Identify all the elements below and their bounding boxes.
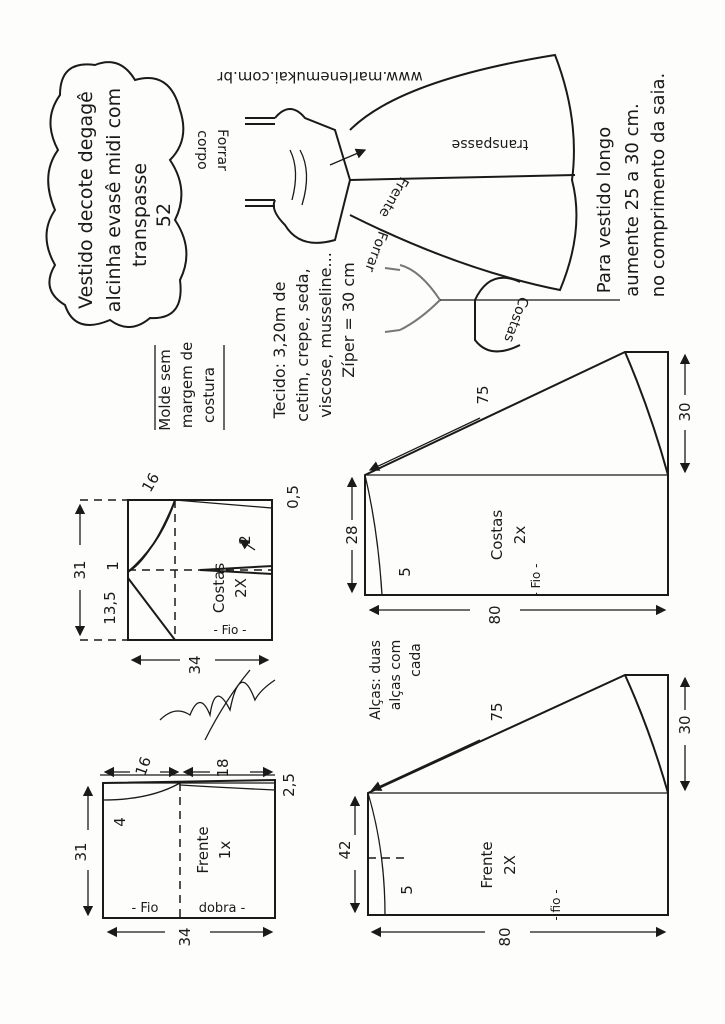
costas-skirt-name: Costas: [488, 510, 506, 561]
frente-skirt-height: 42: [336, 840, 354, 859]
title-size: 52: [153, 203, 175, 227]
costas-skirt-diag: 75: [474, 385, 492, 404]
long-note-line-3: no comprimento da saia.: [648, 73, 669, 298]
frente-bodice-right: 18: [214, 758, 232, 777]
frente-bodice-width: 34: [176, 927, 194, 946]
costas-bodice-mark: 1: [104, 561, 122, 571]
signature: [159, 669, 276, 741]
costas-skirt-hem: 30: [676, 402, 694, 421]
frente-skirt-width: 80: [496, 927, 514, 946]
frente-bodice-name: Frente: [194, 826, 212, 873]
title-line-3: transpasse: [129, 163, 151, 267]
frente-skirt-curve: 5: [398, 885, 416, 895]
frente-skirt-qty: 2X: [501, 855, 519, 875]
costas-skirt-width: 80: [486, 605, 504, 624]
costas-skirt-piece: [346, 351, 691, 616]
title-line-1: Vestido decote degagê: [75, 91, 97, 309]
title-cloud: [45, 61, 188, 328]
molde-note-line-2: margem de: [178, 342, 196, 429]
costas-skirt-curve: 5: [396, 567, 414, 577]
long-note-line-1: Para vestido longo: [594, 127, 615, 293]
sketch-forrar-corpo-2: corpo: [194, 130, 210, 169]
fabric-note-line-2: cetim, crepe, seda,: [293, 268, 312, 421]
costas-bodice-width: 34: [186, 655, 204, 674]
costas-skirt-height: 28: [343, 525, 361, 544]
straps-note-line-1: Alças: duas: [368, 640, 384, 720]
costas-bodice-grain: - Fio -: [214, 623, 247, 637]
costas-skirt-qty: 2x: [511, 526, 529, 545]
sketch-transpasse-label: transpasse: [452, 136, 529, 152]
fabric-note-line-4: Zíper = 30 cm: [339, 262, 358, 377]
frente-skirt-grain: - fio -: [549, 889, 563, 920]
costas-bodice-side: 0,5: [284, 485, 302, 509]
frente-skirt-name: Frente: [478, 841, 496, 888]
costas-skirt-grain: - Fio -: [529, 564, 543, 597]
frente-skirt-diag: 75: [488, 702, 506, 721]
straps-note-line-2: alças com: [388, 640, 404, 710]
long-note-line-2: aumente 25 a 30 cm.: [622, 103, 643, 296]
title-line-2: alcinha evasê midi com: [103, 88, 125, 312]
frente-bodice-curve: 4: [111, 817, 129, 827]
frente-skirt-hem: 30: [676, 715, 694, 734]
costas-bodice-piece: [74, 499, 273, 666]
costas-bodice-name: Costas: [210, 563, 228, 614]
frente-skirt-piece: [349, 674, 691, 938]
dress-sketch: [245, 53, 620, 353]
costas-bodice-qty: 2X: [232, 578, 250, 598]
molde-note-line-3: costura: [200, 367, 218, 423]
frente-bodice-piece: [82, 766, 276, 938]
frente-bodice-qty: 1x: [216, 841, 234, 860]
frente-bodice-side: 2,5: [280, 773, 298, 797]
website-text: www.marlenemukai.com.br: [216, 68, 422, 86]
straps-note-line-3: cada: [408, 643, 424, 677]
fabric-note-line-3: viscose, musseline...: [316, 252, 335, 418]
sketch-costas-label: Costas: [500, 295, 531, 345]
costas-bodice-dart: 2: [236, 535, 254, 545]
fabric-note-line-1: Tecido: 3,20m de: [270, 282, 289, 420]
frente-bodice-height: 31: [72, 842, 90, 861]
frente-bodice-fold: dobra -: [199, 901, 246, 916]
costas-bodice-neck: 16: [138, 470, 163, 496]
molde-note-line-1: Molde sem: [156, 349, 174, 430]
costas-bodice-height: 31: [71, 560, 89, 579]
frente-bodice-left: 16: [132, 754, 155, 778]
sketch-forrar-corpo-1: Forrar: [214, 129, 230, 171]
sketch-frente-label: Frente: [376, 174, 412, 220]
costas-bodice-lower: 13,5: [101, 591, 119, 624]
frente-bodice-grain: - Fio: [132, 901, 159, 916]
